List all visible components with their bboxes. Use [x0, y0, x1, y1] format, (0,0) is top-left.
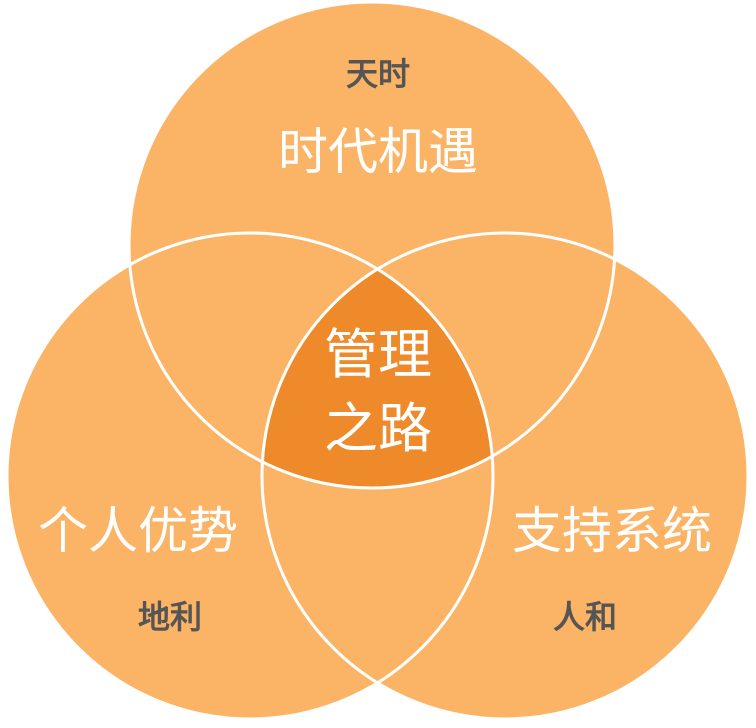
top-title: 时代机遇 — [278, 123, 478, 181]
center-line-1: 管理 — [324, 323, 432, 386]
left-title: 个人优势 — [38, 502, 238, 560]
center-label: 管理 之路 — [324, 318, 432, 466]
right-sublabel: 人和 — [552, 598, 618, 636]
left-sublabel: 地利 — [137, 598, 203, 636]
center-intersection — [262, 233, 493, 488]
right-title: 支持系统 — [512, 502, 712, 560]
center-line-2: 之路 — [324, 397, 432, 460]
top-sublabel: 天时 — [345, 55, 411, 93]
